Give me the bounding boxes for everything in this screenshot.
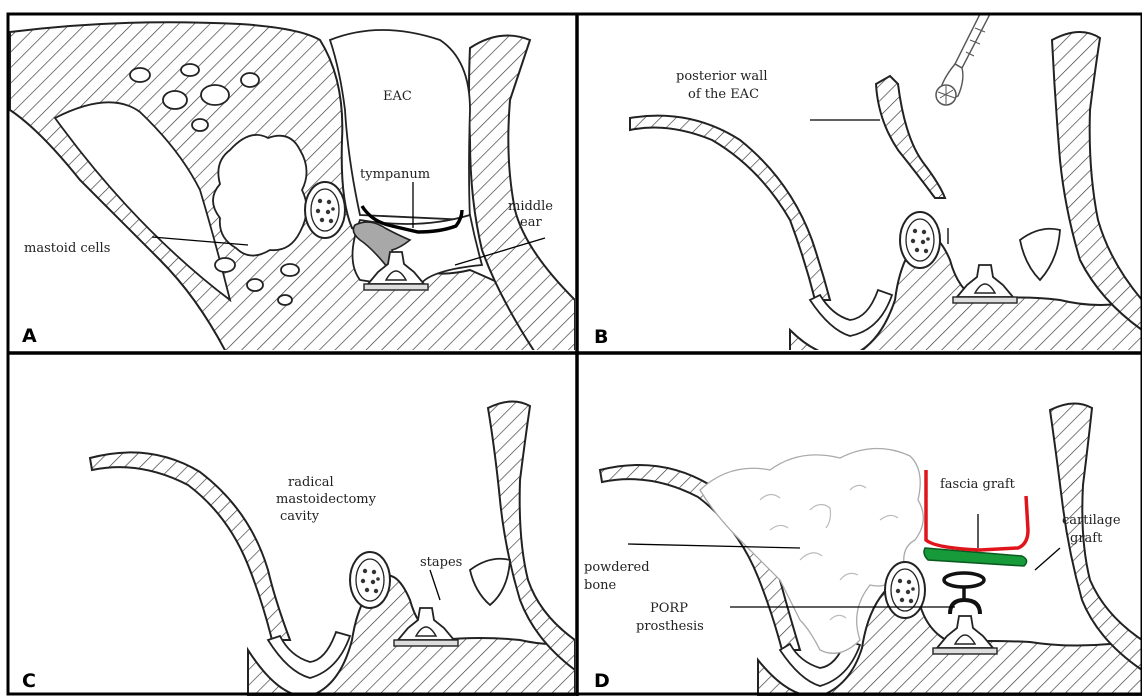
label-porp-1: PORP <box>650 601 688 616</box>
panel-b <box>630 14 1142 360</box>
eac-canal <box>330 30 470 220</box>
eac-anterior-wall-c <box>488 401 575 670</box>
mastoid-cell <box>201 85 229 105</box>
panel-d <box>600 403 1142 696</box>
posterior-wall-fragment <box>876 76 945 198</box>
label-stapes: stapes <box>420 555 462 570</box>
mastoid-cell <box>281 264 299 276</box>
cartilage-graft-leader <box>1035 548 1060 570</box>
label-posterior-wall-1: posterior wall <box>676 69 767 84</box>
facial-nerve <box>305 182 345 238</box>
tegmen-wall <box>630 116 830 300</box>
label-tympanum: tympanum <box>360 167 430 182</box>
label-middle-ear-1: middle <box>508 199 553 214</box>
label-cavity-2: mastoidectomy <box>276 492 377 507</box>
mastoid-cells-cavity <box>213 135 307 256</box>
label-cavity-3: cavity <box>280 509 320 524</box>
facial-nerve-b <box>900 212 940 268</box>
label-cartilage-graft-2: graft <box>1070 531 1103 546</box>
facial-nerve-d <box>885 562 925 618</box>
cavity-floor-c <box>268 632 350 678</box>
panel-c <box>90 401 575 696</box>
label-powdered-bone-1: powdered <box>584 560 650 575</box>
eac-anterior-wall-b <box>1052 32 1142 330</box>
mastoid-cell <box>278 295 292 305</box>
panel-letter-a: A <box>22 325 37 347</box>
label-posterior-wall-2: of the EAC <box>688 87 759 102</box>
bone-gap <box>1020 229 1060 280</box>
label-fascia-graft: fascia graft <box>940 477 1016 492</box>
stapes-leader <box>430 570 440 600</box>
stapes-b <box>953 265 1017 303</box>
panel-letter-c: C <box>22 670 36 692</box>
label-eac: EAC <box>383 89 412 104</box>
label-mastoid-cells: mastoid cells <box>24 241 110 256</box>
panel-letter-b: B <box>594 326 608 348</box>
tegmen-wall-c <box>90 452 290 640</box>
panel-a <box>10 22 585 360</box>
porp-prosthesis-icon <box>944 573 984 614</box>
label-porp-2: prosthesis <box>636 619 704 634</box>
label-powdered-bone-2: bone <box>584 578 617 593</box>
mastoid-cell <box>215 258 235 272</box>
label-middle-ear-2: ear <box>520 215 542 230</box>
mastoid-cell <box>130 68 150 82</box>
stapes-d <box>933 616 997 654</box>
mastoid-cell <box>241 73 259 87</box>
label-cavity-1: radical <box>288 475 334 490</box>
mastoid-cell <box>181 64 199 76</box>
mastoid-cell <box>163 91 187 109</box>
panel-letter-d: D <box>594 670 610 692</box>
mastoid-cell <box>192 119 208 131</box>
bone-gap-c <box>470 559 510 605</box>
mastoid-cell <box>247 279 263 291</box>
surgical-drill-icon <box>936 14 990 105</box>
facial-nerve-c <box>350 552 390 608</box>
label-cartilage-graft-1: cartilage <box>1062 513 1121 528</box>
